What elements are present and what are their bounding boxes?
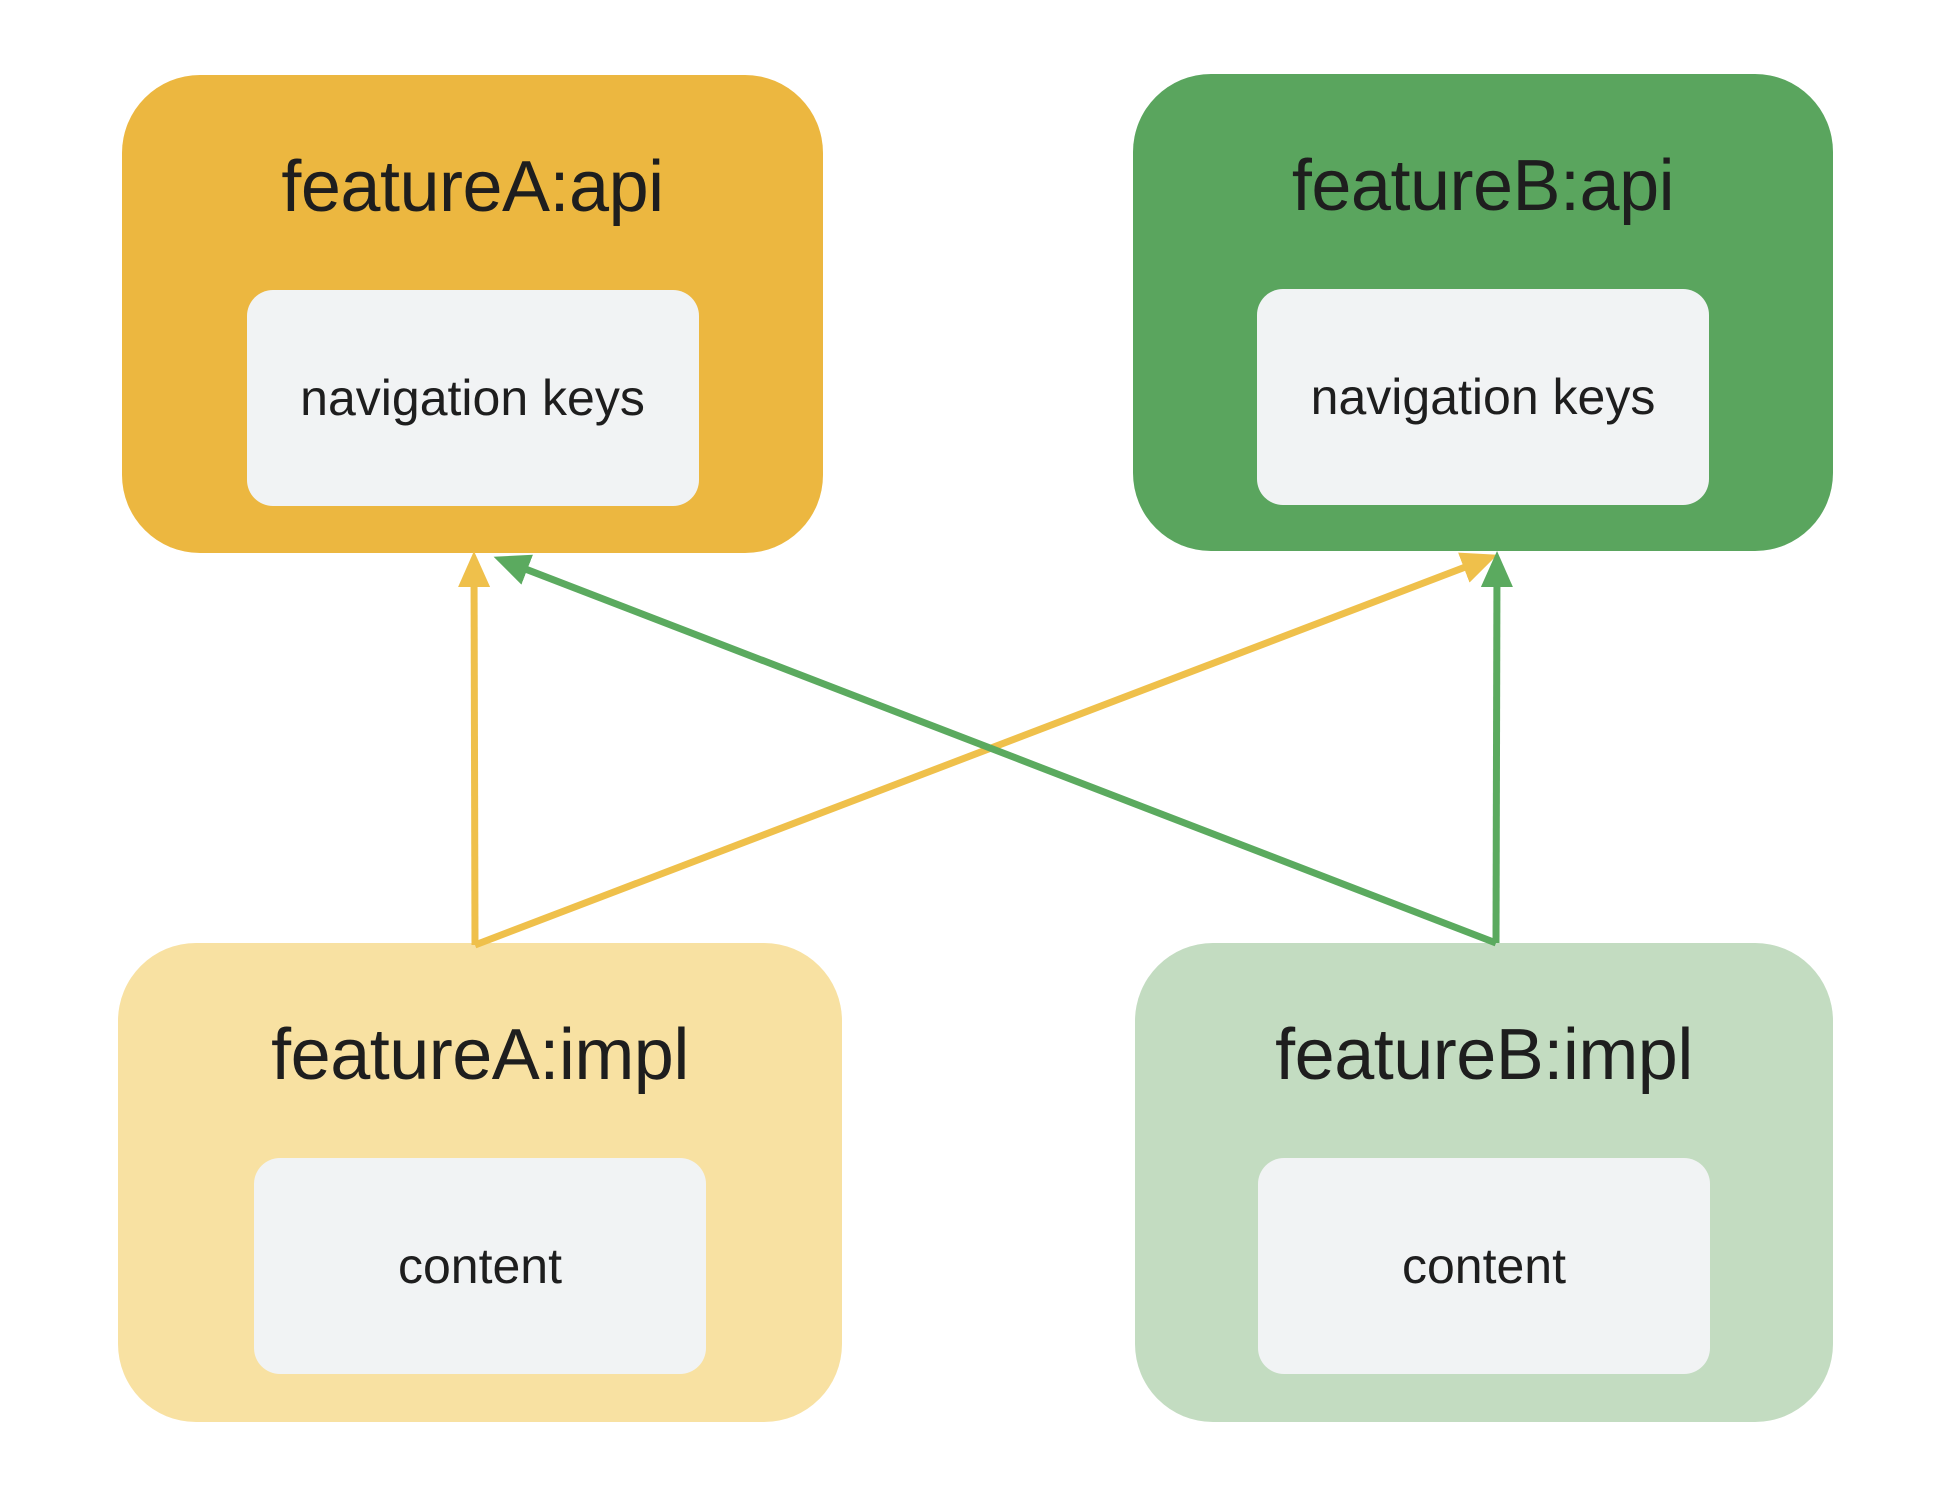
inner-box-featureA-impl: content bbox=[254, 1158, 706, 1374]
edge-featureA-impl-to-featureB-api bbox=[473, 552, 1498, 949]
edge-featureA-impl-to-featureA-api bbox=[458, 551, 491, 946]
node-featureB-impl: featureB:impl content bbox=[1135, 943, 1833, 1422]
node-featureB-api: featureB:api navigation keys bbox=[1133, 74, 1833, 551]
inner-label-content-a: content bbox=[397, 1238, 562, 1294]
inner-box-featureA-api: navigation keys bbox=[246, 290, 699, 506]
node-title-featureA-impl: featureA:impl bbox=[271, 1015, 689, 1095]
inner-box-featureB-impl: content bbox=[1258, 1158, 1710, 1374]
node-title-featureB-impl: featureB:impl bbox=[1275, 1015, 1693, 1095]
inner-box-featureB-api: navigation keys bbox=[1257, 289, 1709, 505]
node-featureA-impl: featureA:impl content bbox=[118, 943, 842, 1422]
inner-label-navigation-keys-a: navigation keys bbox=[300, 370, 645, 426]
edge-featureB-impl-to-featureA-api bbox=[493, 554, 1498, 947]
inner-label-content-b: content bbox=[1401, 1238, 1566, 1294]
node-featureA-api: featureA:api navigation keys bbox=[122, 75, 823, 553]
node-title-featureB-api: featureB:api bbox=[1291, 146, 1675, 226]
node-title-featureA-api: featureA:api bbox=[281, 147, 664, 227]
edge-featureB-impl-to-featureB-api bbox=[1480, 551, 1513, 944]
inner-label-navigation-keys-b: navigation keys bbox=[1310, 369, 1656, 425]
